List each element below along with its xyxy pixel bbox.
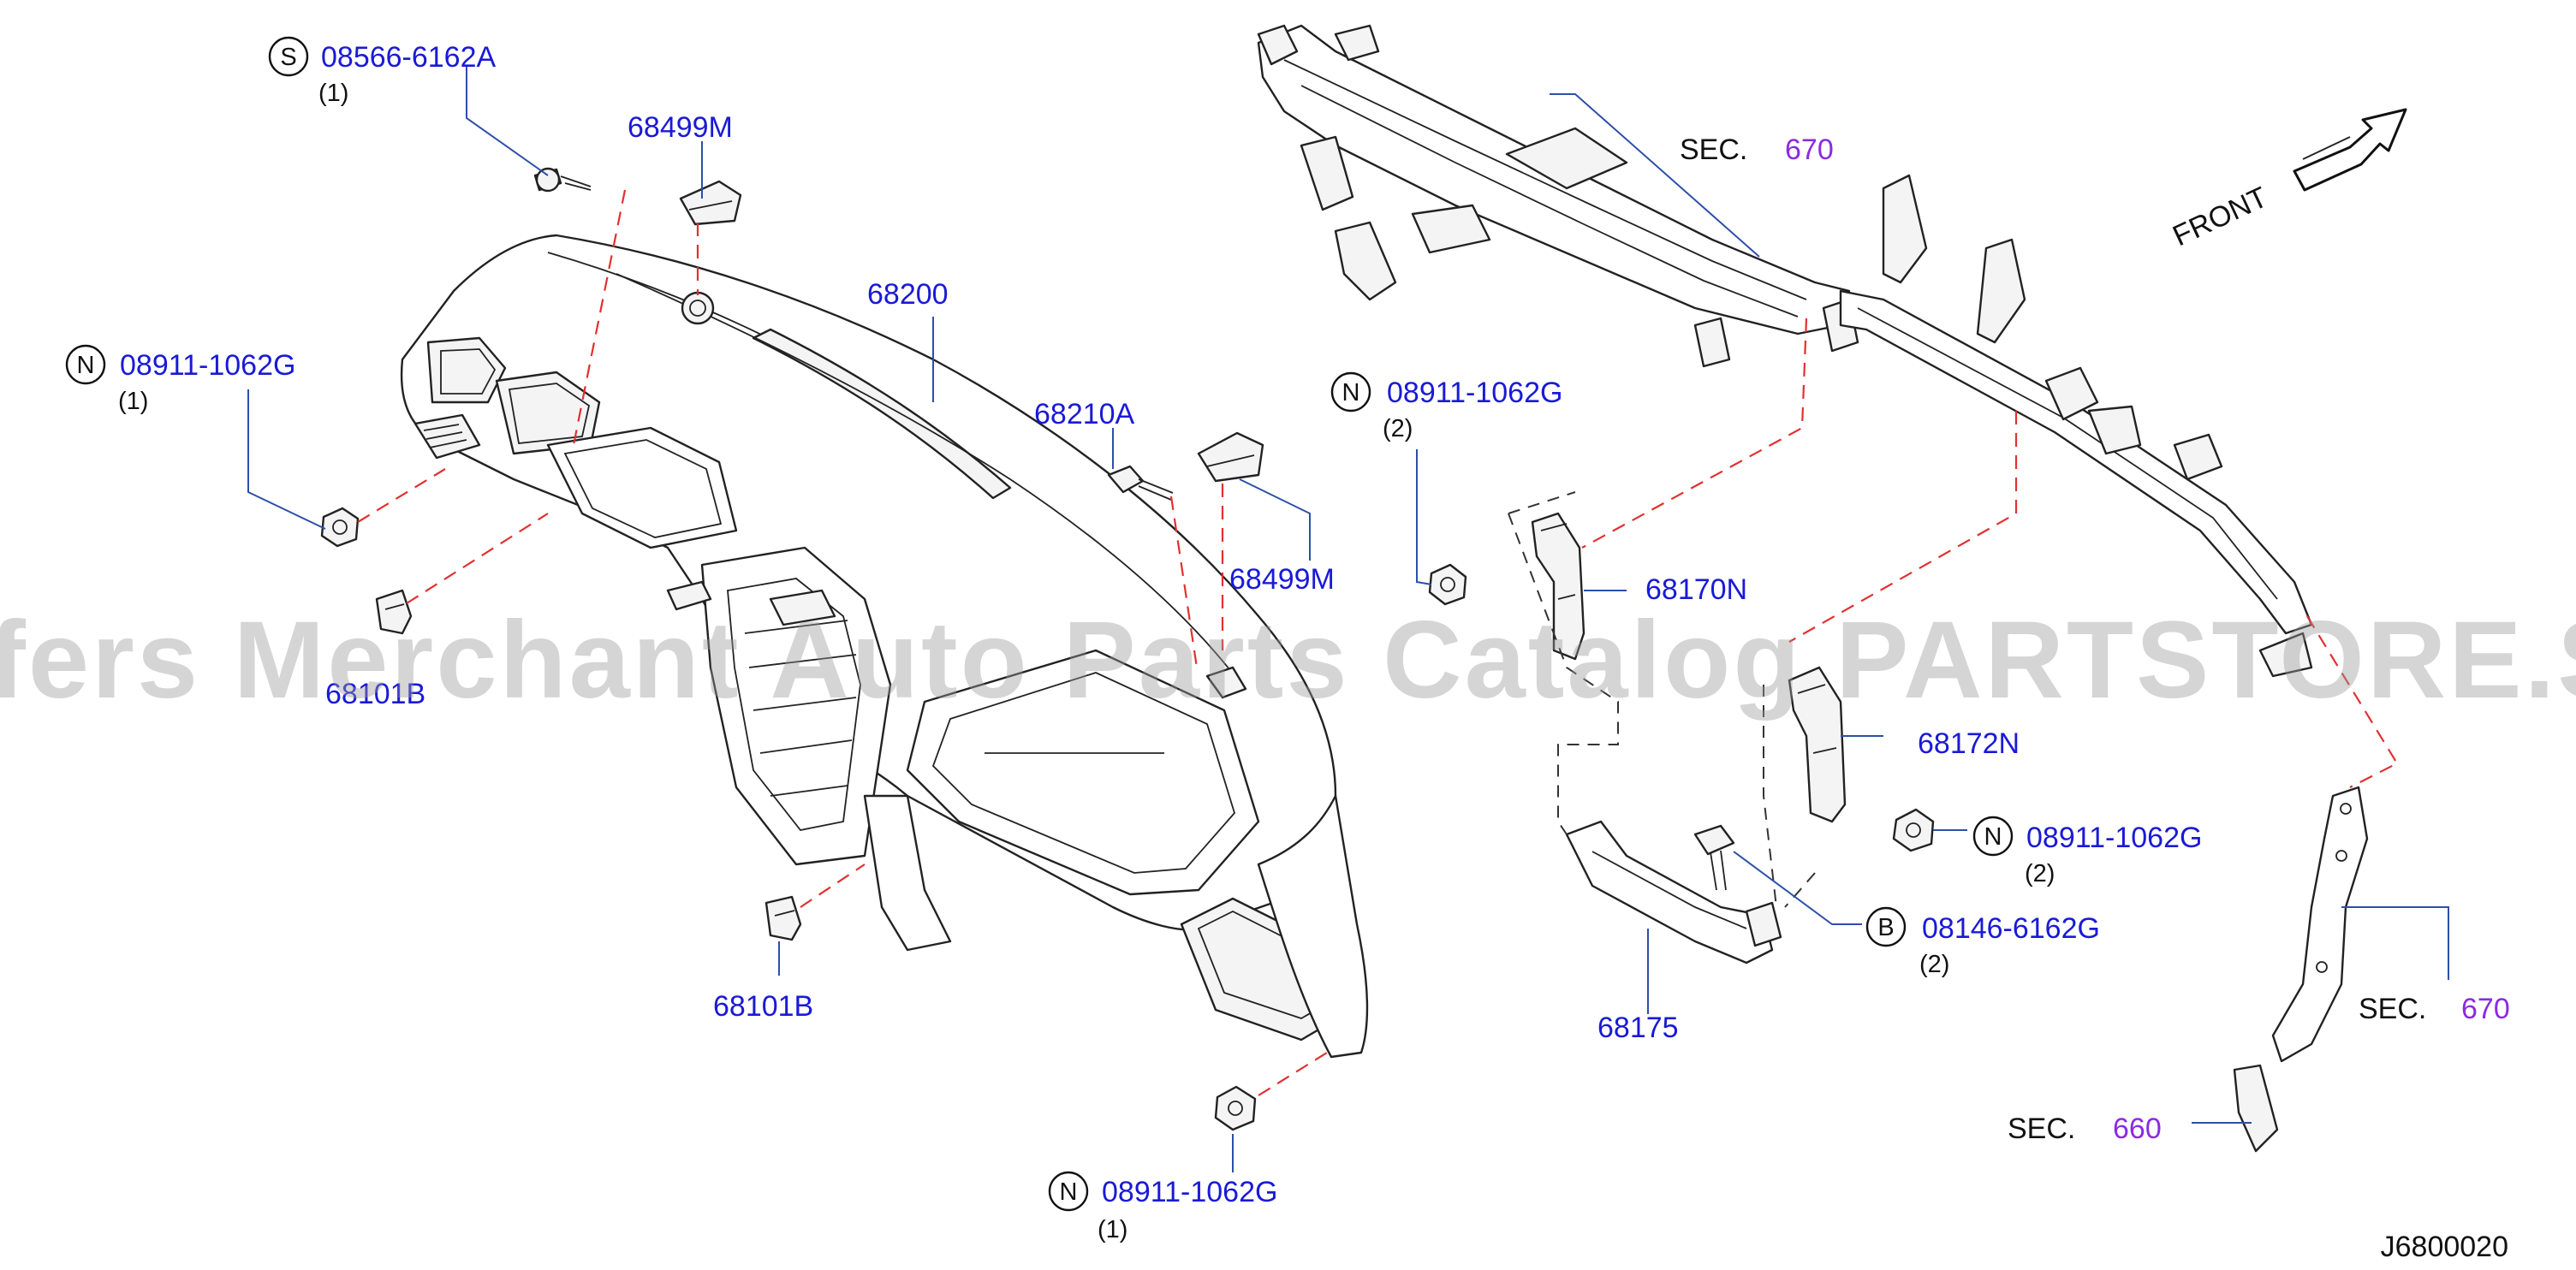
steering-member-drawing bbox=[1257, 24, 2313, 678]
callout-part-08911-1062g[interactable]: 08911-1062G bbox=[120, 349, 295, 382]
callout-part-08911-1062g[interactable]: 08911-1062G bbox=[2026, 822, 2202, 854]
watermark-text: Offers Merchant Auto Parts Catalog PARTS… bbox=[0, 599, 2576, 721]
section-prefix: SEC. bbox=[2008, 1113, 2075, 1145]
section-prefix: SEC. bbox=[1680, 134, 1747, 166]
callout-badge-b: B bbox=[1877, 914, 1894, 941]
callout-part-68210a[interactable]: 68210A bbox=[1034, 398, 1135, 430]
section-number-670[interactable]: 670 bbox=[2461, 993, 2510, 1025]
section-references: SEC. 670 SEC. 670 SEC. 660 bbox=[1680, 134, 2510, 1145]
badge-circle-icon bbox=[268, 36, 309, 77]
section-prefix: SEC. bbox=[2359, 993, 2426, 1025]
callout-part-68200[interactable]: 68200 bbox=[867, 278, 949, 311]
callout-qty: (2) bbox=[2025, 860, 2055, 887]
callout-part-68499m[interactable]: 68499M bbox=[628, 111, 733, 144]
callout-badge-n: N bbox=[1342, 379, 1360, 407]
leader-lines bbox=[247, 67, 2449, 1172]
bracket-drawings bbox=[1428, 512, 2369, 1153]
badge-circle-icon bbox=[1865, 906, 1907, 947]
drawing-id: J6800020 bbox=[2381, 1231, 2508, 1263]
callout-part-08566-6162a[interactable]: 08566-6162A bbox=[321, 41, 497, 74]
callout-part-68499m[interactable]: 68499M bbox=[1229, 563, 1335, 596]
assembly-dashed-lines bbox=[357, 189, 2399, 1096]
left-fasteners bbox=[320, 167, 1264, 1131]
instrument-panel-drawing bbox=[400, 234, 1369, 1059]
callout-part-08146-6162g[interactable]: 08146-6162G bbox=[1922, 912, 2100, 945]
callout-part-68172n[interactable]: 68172N bbox=[1918, 727, 2020, 760]
callout-badge-n: N bbox=[77, 352, 95, 379]
front-arrow-icon bbox=[2293, 108, 2407, 192]
callout-qty: (1) bbox=[1098, 1216, 1127, 1243]
callout-qty: (1) bbox=[318, 80, 348, 107]
badge-circle-icon bbox=[1048, 1171, 1089, 1212]
callout-qty: (1) bbox=[118, 388, 148, 415]
callout-badge-n: N bbox=[1984, 823, 2002, 851]
callout-part-68170n[interactable]: 68170N bbox=[1645, 573, 1747, 606]
callout-badge-n: N bbox=[1060, 1178, 1078, 1206]
callout-qty: (2) bbox=[1383, 415, 1413, 442]
callout-part-08911-1062g[interactable]: 08911-1062G bbox=[1102, 1176, 1277, 1208]
badge-circle-icon bbox=[65, 344, 106, 385]
section-number-670[interactable]: 670 bbox=[1785, 134, 1834, 166]
front-indicator: FRONT bbox=[2168, 108, 2407, 252]
callout-part-68101b[interactable]: 68101B bbox=[325, 678, 425, 710]
callout-part-08911-1062g[interactable]: 08911-1062G bbox=[1387, 377, 1562, 409]
callout-qty: (2) bbox=[1919, 951, 1949, 978]
badge-circle-icon bbox=[1972, 816, 2014, 857]
front-label: FRONT bbox=[2168, 181, 2272, 252]
callout-badge-s: S bbox=[280, 44, 296, 71]
section-number-660[interactable]: 660 bbox=[2113, 1113, 2162, 1145]
callout-labels: S 08566-6162A (1) N 08911-1062G (1) 6849… bbox=[65, 36, 2202, 1243]
callout-part-68175[interactable]: 68175 bbox=[1597, 1012, 1679, 1044]
badge-circle-icon bbox=[1330, 371, 1371, 412]
callout-part-68101b[interactable]: 68101B bbox=[713, 990, 813, 1023]
